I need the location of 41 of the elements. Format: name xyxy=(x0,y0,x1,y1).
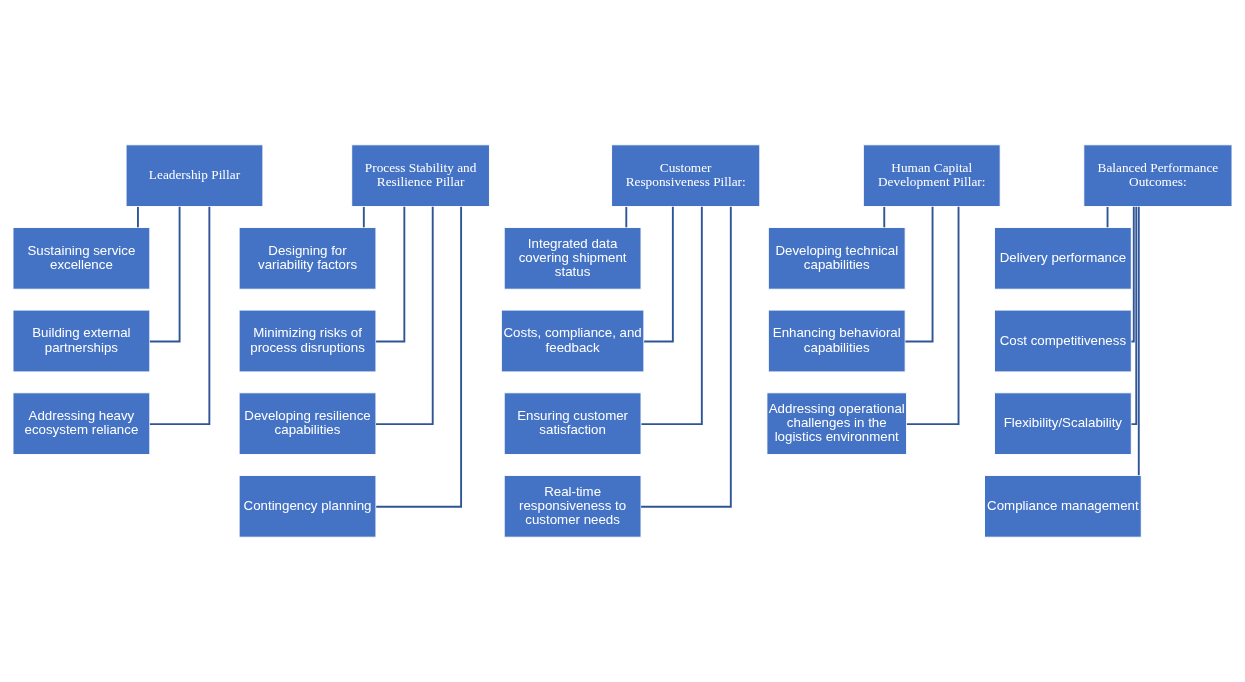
node-box: Compliance management xyxy=(984,474,1142,538)
node-box: Delivery performance xyxy=(994,227,1132,290)
node-box: Sustaining service excellence xyxy=(12,227,151,290)
connector xyxy=(375,205,406,343)
connector xyxy=(1106,206,1109,229)
node-box: Developing technical capabilities xyxy=(767,227,906,290)
node-box: Costs, compliance, and feedback xyxy=(500,309,645,373)
node-box: Flexibility/Scalability xyxy=(994,392,1132,455)
connector xyxy=(148,205,211,426)
node-box: Human Capital Development Pillar: xyxy=(862,144,1001,208)
connector xyxy=(904,205,934,343)
connector xyxy=(137,206,139,229)
connector xyxy=(1130,205,1135,343)
node-box: Addressing heavy ecosystem reliance xyxy=(12,392,151,455)
node-box: Ensuring customer satisfaction xyxy=(503,392,642,455)
node-box: Enhancing behavioral capabilities xyxy=(767,309,906,373)
connector xyxy=(362,206,365,229)
connector xyxy=(905,205,960,426)
connector xyxy=(640,205,732,508)
connector xyxy=(375,205,434,426)
connector xyxy=(375,205,463,508)
node-box: Addressing operational challenges in the logistics environment xyxy=(766,392,908,455)
node-box: Real-time responsiveness to customer needs xyxy=(503,474,642,538)
node-box: Process Stability and Resilience Pillar xyxy=(351,144,490,208)
connector xyxy=(643,205,674,343)
node-box: Minimizing risks of process disruptions xyxy=(238,309,377,373)
connector xyxy=(640,205,703,426)
connector xyxy=(148,205,181,343)
node-box: Integrated data covering shipment status xyxy=(503,227,642,290)
connector xyxy=(1130,205,1138,426)
node-box: Building external partnerships xyxy=(12,309,151,373)
connector xyxy=(625,206,628,229)
connector xyxy=(1137,205,1140,477)
node-box: Designing for variability factors xyxy=(238,227,377,290)
node-box: Cost competitiveness xyxy=(994,309,1132,373)
node-box: Leadership Pillar xyxy=(125,144,264,208)
connector xyxy=(883,206,886,229)
node-box: Customer Responsiveness Pillar: xyxy=(611,144,761,208)
node-box: Developing resilience capabilities xyxy=(238,392,377,455)
node-box: Contingency planning xyxy=(238,474,377,538)
node-box: Balanced Performance Outcomes: xyxy=(1083,144,1233,208)
